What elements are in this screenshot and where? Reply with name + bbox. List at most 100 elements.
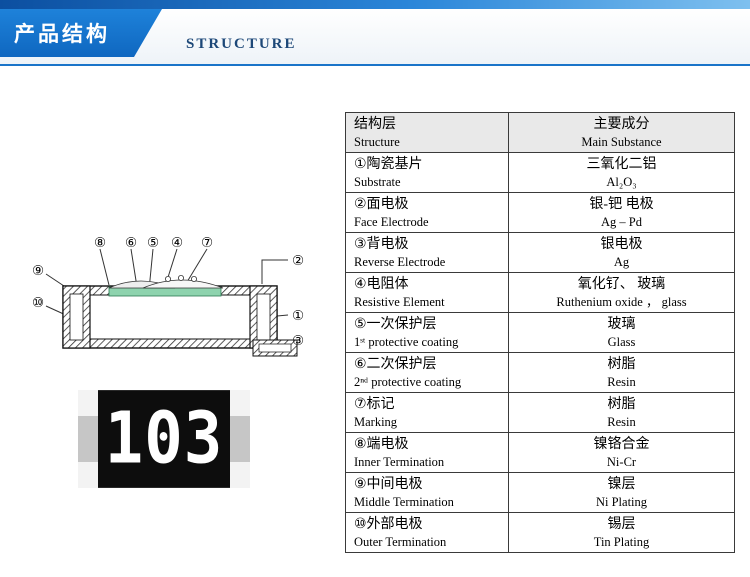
structure-label-en: Reverse Electrode bbox=[354, 255, 446, 269]
table-row: ⑧端电极 Inner Termination 镍铬合金 Ni-Cr bbox=[345, 432, 735, 473]
marking-bump bbox=[177, 275, 184, 282]
substance-value-cn: 镍层 bbox=[607, 477, 636, 492]
table-row: ⑨中间电极 Middle Termination 镍层 Ni Plating bbox=[345, 472, 735, 513]
substance-cell: 镍铬合金 Ni-Cr bbox=[508, 432, 735, 473]
structure-table-wrap: 结构层 Structure 主要成分 Main Substance ①陶瓷基片 S… bbox=[345, 112, 735, 553]
structure-cell: ①陶瓷基片 Substrate bbox=[345, 152, 509, 193]
substance-value-en: Ni-Cr bbox=[606, 455, 637, 469]
page-title-en: STRUCTURE bbox=[186, 36, 297, 52]
substance-value-cn: 三氧化二铝 bbox=[586, 157, 657, 172]
marking-bump bbox=[190, 276, 197, 283]
structure-label-en: 1ˢᵗ protective coating bbox=[354, 335, 459, 349]
top-gradient-bar bbox=[0, 0, 750, 9]
substance-header-cell: 主要成分 Main Substance bbox=[508, 112, 735, 153]
structure-diagram: ⑧ ⑥ ⑤ ④ ⑦ ② ① ③ ⑨ ⑩ bbox=[32, 235, 304, 357]
substance-cell: 玻璃 Glass bbox=[508, 312, 735, 353]
structure-label-cn: ②面电极 bbox=[354, 197, 409, 212]
table-row: ②面电极 Face Electrode 银-钯 电极 Ag – Pd bbox=[345, 192, 735, 233]
substance-value-cn: 锡层 bbox=[607, 517, 636, 532]
structure-label-en: Marking bbox=[354, 415, 398, 429]
callout-9: ⑨ bbox=[32, 263, 44, 279]
substance-value-cn: 银-钯 电极 bbox=[589, 197, 654, 212]
terminal-pad bbox=[230, 462, 250, 488]
structure-cell: ⑧端电极 Inner Termination bbox=[345, 432, 509, 473]
callout-1: ① bbox=[292, 308, 304, 324]
substance-header-cn: 主要成分 bbox=[593, 117, 650, 132]
title-banner: 产品结构 bbox=[0, 9, 162, 57]
callout-5: ⑤ bbox=[147, 235, 159, 251]
substance-value-cn: 树脂 bbox=[607, 397, 636, 412]
table-header-row: 结构层 Structure 主要成分 Main Substance bbox=[345, 112, 735, 153]
structure-label-cn: ⑨中间电极 bbox=[354, 477, 423, 492]
substance-value-cn: 氧化钌、 玻璃 bbox=[577, 277, 666, 292]
substance-value-cn: 树脂 bbox=[607, 357, 636, 372]
structure-label-en: Substrate bbox=[354, 175, 401, 189]
marking-bump bbox=[164, 276, 171, 283]
table-row: ⑦标记 Marking 树脂 Resin bbox=[345, 392, 735, 433]
structure-label-cn: ①陶瓷基片 bbox=[354, 157, 423, 172]
structure-label-cn: ④电阻体 bbox=[354, 277, 409, 292]
structure-label-cn: ⑦标记 bbox=[354, 397, 395, 412]
structure-table-body: ①陶瓷基片 Substrate 三氧化二铝 Al₂O₃ ②面电极 Face Electro… bbox=[345, 152, 735, 553]
structure-cell: ⑦标记 Marking bbox=[345, 392, 509, 433]
substance-value-en: Ruthenium oxide ， glass bbox=[556, 295, 687, 309]
structure-cell: ②面电极 Face Electrode bbox=[345, 192, 509, 233]
resistor-left-terminal bbox=[78, 390, 98, 488]
callout-4: ④ bbox=[171, 235, 183, 251]
substance-value-en: Glass bbox=[607, 335, 636, 349]
structure-label-cn: ⑧端电极 bbox=[354, 437, 409, 452]
substance-value-cn: 镍铬合金 bbox=[593, 437, 650, 452]
substance-value-en: Al₂O₃ bbox=[606, 175, 637, 189]
substance-value-cn: 玻璃 bbox=[607, 317, 636, 332]
second-protective-coating bbox=[142, 279, 224, 289]
table-row: ①陶瓷基片 Substrate 三氧化二铝 Al₂O₃ bbox=[345, 152, 735, 193]
reverse-electrode-core bbox=[258, 343, 292, 353]
substance-value-en: Ag – Pd bbox=[601, 215, 642, 229]
callout-2: ② bbox=[292, 253, 304, 269]
callout-8: ⑧ bbox=[94, 235, 106, 251]
substance-cell: 镍层 Ni Plating bbox=[508, 472, 735, 513]
structure-label-en: 2ⁿᵈ protective coating bbox=[354, 375, 462, 389]
resistor-right-terminal bbox=[230, 390, 250, 488]
right-termination-core bbox=[256, 293, 271, 341]
substance-cell: 锡层 Tin Plating bbox=[508, 512, 735, 553]
substance-cell: 银-钯 电极 Ag – Pd bbox=[508, 192, 735, 233]
structure-label-en: Middle Termination bbox=[354, 495, 454, 509]
terminal-pad bbox=[230, 390, 250, 416]
substance-value-en: Tin Plating bbox=[593, 535, 650, 549]
callout-3: ③ bbox=[292, 333, 304, 349]
structure-label-cn: ⑥二次保护层 bbox=[354, 357, 437, 372]
page-header: 产品结构 STRUCTURE bbox=[0, 9, 750, 66]
substance-header-en: Main Substance bbox=[581, 135, 662, 149]
left-termination-core bbox=[69, 293, 84, 341]
structure-label-en: Inner Termination bbox=[354, 455, 445, 469]
substance-value-en: Ag bbox=[613, 255, 630, 269]
ceramic-substrate bbox=[72, 294, 268, 340]
callout-6: ⑥ bbox=[125, 235, 137, 251]
substance-cell: 氧化钌、 玻璃 Ruthenium oxide ， glass bbox=[508, 272, 735, 313]
chip-resistor-image: 103 bbox=[78, 390, 250, 488]
callout-7: ⑦ bbox=[201, 235, 213, 251]
page-title-cn: 产品结构 bbox=[14, 23, 110, 46]
substance-value-en: Ni Plating bbox=[595, 495, 648, 509]
structure-cell: ⑥二次保护层 2ⁿᵈ protective coating bbox=[345, 352, 509, 393]
substance-cell: 树脂 Resin bbox=[508, 392, 735, 433]
resistor-marking: 103 bbox=[104, 397, 224, 481]
structure-header-en: Structure bbox=[354, 135, 400, 149]
structure-label-en: Outer Termination bbox=[354, 535, 447, 549]
structure-cell: ⑨中间电极 Middle Termination bbox=[345, 472, 509, 513]
structure-cell: ⑤一次保护层 1ˢᵗ protective coating bbox=[345, 312, 509, 353]
substance-value-en: Resin bbox=[607, 415, 636, 429]
structure-label-cn: ⑤一次保护层 bbox=[354, 317, 437, 332]
structure-label-en: Face Electrode bbox=[354, 215, 429, 229]
terminal-pad bbox=[78, 390, 98, 416]
